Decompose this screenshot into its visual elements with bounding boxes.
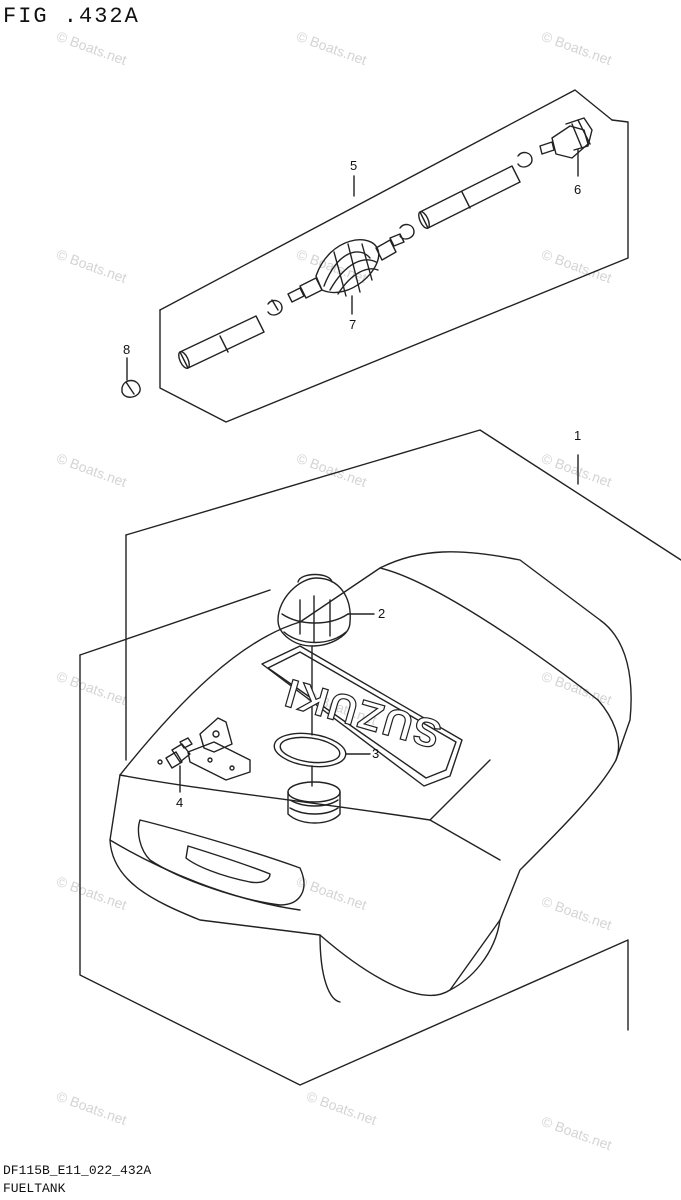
callout-1: 1	[574, 428, 582, 443]
fuel-tank-icon	[109, 551, 632, 1003]
diagram-subtitle: FUELTANK	[3, 1181, 66, 1196]
fuel-gauge-fitting-icon	[157, 737, 193, 793]
fuel-connector-icon	[539, 117, 593, 159]
fuel-hose-icon	[178, 165, 521, 370]
tank-assembly-frame	[79, 429, 681, 1086]
figure-title: FIG .432A	[3, 4, 140, 29]
o-ring-icon	[273, 732, 371, 787]
filler-cap-icon	[277, 573, 375, 736]
filler-neck-icon	[287, 781, 341, 824]
clip-part-icon	[121, 357, 141, 398]
callout-5: 5	[350, 158, 358, 173]
primer-bulb-icon	[287, 233, 405, 303]
callout-6: 6	[574, 182, 582, 197]
diagram-code: DF115B_E11_022_432A	[3, 1163, 152, 1178]
callout-4: 4	[176, 795, 184, 810]
callout-3: 3	[372, 746, 380, 761]
hose-assembly-frame	[159, 89, 629, 423]
callout-2: 2	[378, 606, 386, 621]
hose-clip-icon	[267, 151, 533, 316]
callout-7: 7	[349, 317, 357, 332]
callout-8: 8	[123, 342, 131, 357]
